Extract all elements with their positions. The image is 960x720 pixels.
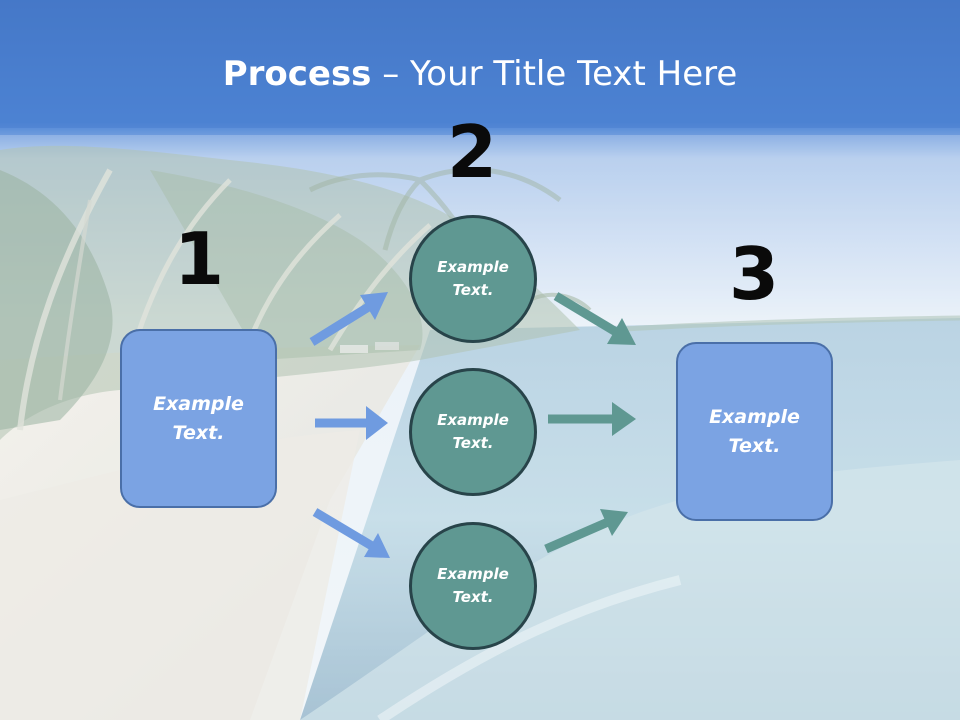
arrow-to-bottom-node bbox=[312, 508, 390, 558]
step-3-text: Example Text. bbox=[709, 405, 800, 457]
middle-node-bottom: Example Text. bbox=[409, 522, 537, 650]
arrow-from-middle-node bbox=[548, 402, 636, 436]
middle-node-center: Example Text. bbox=[409, 368, 537, 496]
step-number-3: 3 bbox=[728, 232, 780, 316]
arrow-from-top-node bbox=[553, 292, 636, 345]
title-rest: – Your Title Text Here bbox=[371, 54, 738, 94]
middle-node-center-text: Example Text. bbox=[437, 411, 509, 452]
title-bold: Process bbox=[222, 54, 372, 94]
middle-node-bottom-text: Example Text. bbox=[437, 565, 509, 606]
arrow-to-middle-node bbox=[315, 406, 388, 440]
slide-title: Process – Your Title Text Here bbox=[0, 52, 960, 96]
middle-node-top-text: Example Text. bbox=[437, 258, 509, 299]
step-number-1: 1 bbox=[173, 217, 225, 301]
step-1-text: Example Text. bbox=[153, 392, 244, 444]
middle-node-top: Example Text. bbox=[409, 215, 537, 343]
arrow-to-top-node bbox=[309, 292, 388, 346]
step-3-box: Example Text. bbox=[676, 342, 833, 521]
step-1-box: Example Text. bbox=[120, 329, 277, 508]
step-number-2: 2 bbox=[446, 110, 498, 194]
arrow-from-bottom-node bbox=[544, 509, 628, 554]
